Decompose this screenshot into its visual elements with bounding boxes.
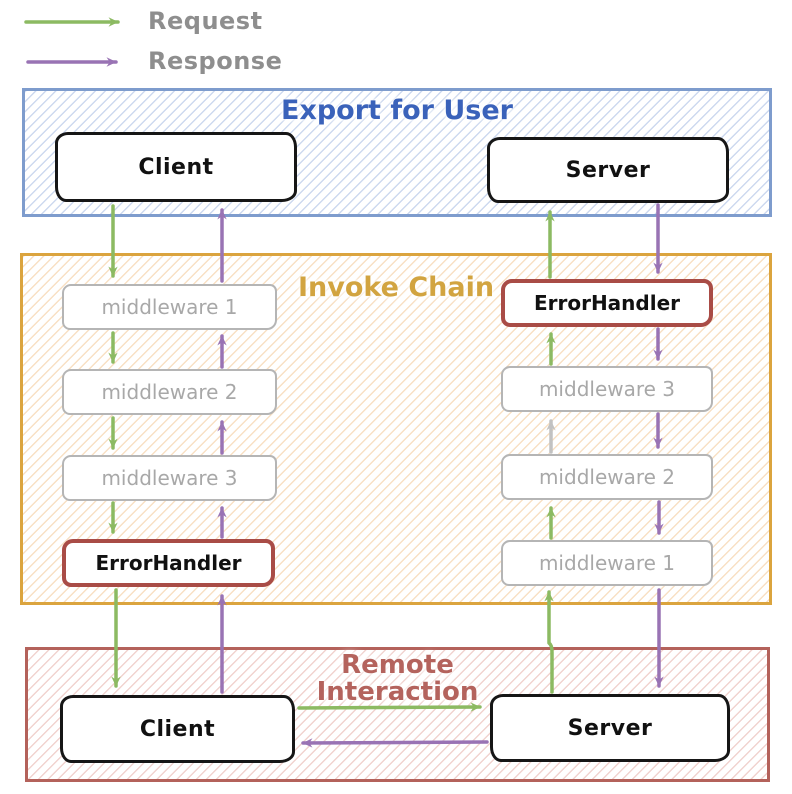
left-middleware-3-node: middleware 3 (62, 455, 277, 501)
invoke-section-title: Invoke Chain (297, 272, 495, 303)
remote-title-line1: Remote (341, 650, 454, 680)
legend-response: Response (22, 46, 282, 76)
request-arrow-icon (24, 17, 120, 27)
export-client-node: Client (55, 132, 297, 202)
remote-title-line2: Interaction (316, 677, 479, 708)
response-arrow-icon (26, 57, 118, 67)
remote-server-node: Server (490, 694, 730, 762)
right-middleware-2-node: middleware 2 (501, 454, 713, 500)
export-section-title: Export for User (281, 95, 513, 126)
export-server-node: Server (487, 137, 729, 203)
left-errorhandler-node: ErrorHandler (62, 539, 275, 587)
remote-client-node: Client (60, 695, 295, 763)
left-middleware-2-node: middleware 2 (62, 369, 277, 415)
left-middleware-1-node: middleware 1 (62, 284, 277, 330)
right-errorhandler-node: ErrorHandler (501, 279, 713, 327)
legend-response-label: Response (148, 47, 283, 75)
legend-request: Request (22, 6, 263, 36)
remote-section-title: Remote Interaction (28, 650, 767, 708)
right-middleware-3-node: middleware 3 (501, 366, 713, 412)
right-middleware-1-node: middleware 1 (501, 540, 713, 586)
legend-request-label: Request (148, 7, 263, 35)
